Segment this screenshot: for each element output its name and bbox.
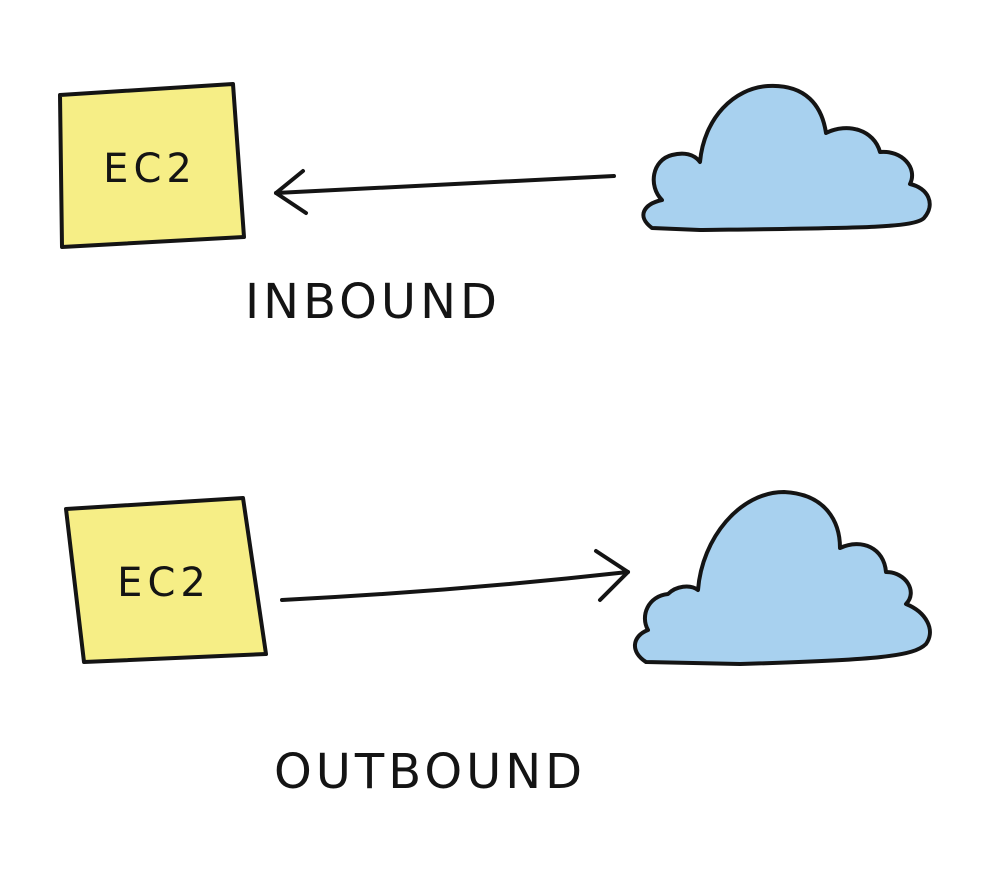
- cloud-icon: [641, 83, 932, 232]
- ec2-box-shape: [64, 496, 268, 664]
- outbound-arrow: [280, 549, 630, 602]
- ec2-box-label: EC2: [103, 146, 197, 192]
- arrow-shaft: [280, 570, 630, 602]
- ec2-box-label: EC2: [117, 560, 211, 606]
- inbound-cloud: [641, 83, 932, 232]
- arrow-head: [594, 549, 630, 602]
- outbound-ec2-box: EC2: [64, 496, 268, 664]
- inbound-group: EC2 INBOUND: [58, 82, 932, 330]
- ec2-box-shape: [58, 82, 246, 249]
- cloud-icon: [633, 490, 932, 666]
- outbound-group: EC2 OUTBOUND: [64, 490, 932, 800]
- inbound-arrow: [274, 169, 616, 215]
- arrow-head: [274, 169, 308, 215]
- outbound-caption: OUTBOUND: [274, 744, 586, 800]
- inbound-ec2-box: EC2: [58, 82, 246, 249]
- arrow-shaft: [274, 174, 616, 195]
- inbound-caption: INBOUND: [245, 274, 501, 330]
- outbound-cloud: [633, 490, 932, 666]
